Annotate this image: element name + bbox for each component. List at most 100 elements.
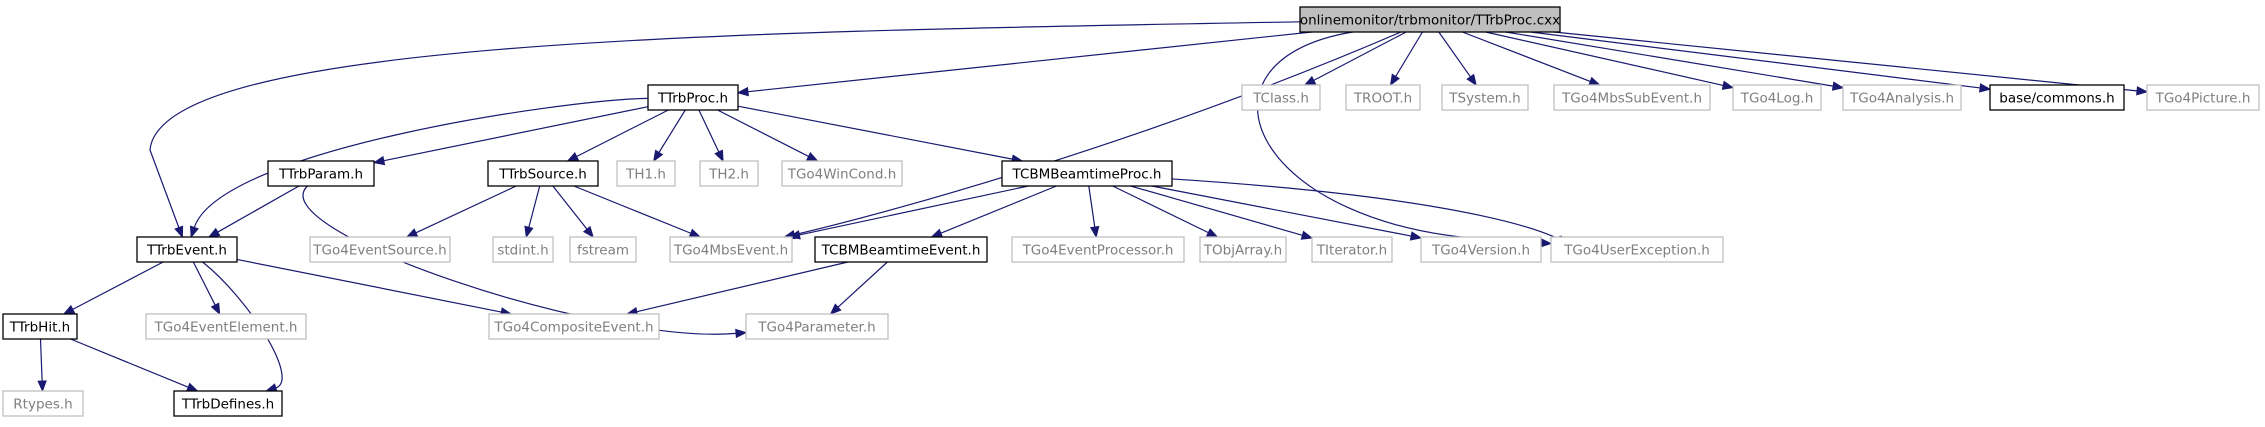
edge-root-to-troot bbox=[1389, 31, 1423, 87]
node-label: Rtypes.h bbox=[13, 397, 72, 413]
node-ttrbsource[interactable]: TTrbSource.h bbox=[487, 160, 599, 187]
node-box bbox=[492, 236, 554, 263]
edge-ttrbproc-to-ttrbparam bbox=[372, 106, 649, 166]
edge-line bbox=[1530, 31, 1981, 89]
edge-line bbox=[1171, 178, 1562, 241]
node-tcbmevent[interactable]: TCBMBeamtimeEvent.h bbox=[814, 236, 988, 263]
edge-ttrbhit-to-ttrbdefines bbox=[70, 338, 199, 392]
node-box bbox=[1001, 160, 1173, 187]
node-label: TSystem.h bbox=[1448, 91, 1520, 107]
node-ttrbproc[interactable]: TTrbProc.h bbox=[647, 84, 739, 111]
node-tgo4picture: TGo4Picture.h bbox=[2146, 84, 2260, 111]
arrowhead bbox=[1721, 80, 1735, 90]
edge-ttrbsource-to-tgo4eventsource bbox=[405, 185, 517, 238]
edge-ttrbproc-to-ttrbsource bbox=[566, 109, 669, 162]
node-box bbox=[145, 313, 307, 340]
edges-layer bbox=[37, 21, 2149, 393]
node-tsystem: TSystem.h bbox=[1441, 84, 1529, 111]
arrowhead bbox=[714, 149, 724, 163]
edge-ttrbproc-to-tcbmproc bbox=[737, 105, 1024, 164]
node-box bbox=[488, 313, 660, 340]
edge-line bbox=[1151, 185, 1412, 237]
node-ttrbhit[interactable]: TTrbHit.h bbox=[2, 313, 78, 340]
edge-tcbmevent-to-tgo4compositeevent bbox=[625, 261, 849, 317]
node-box bbox=[1199, 236, 1287, 263]
edge-line bbox=[1485, 31, 1724, 87]
node-root[interactable]: onlinemonitor/trbmonitor/TTrbProc.cxx bbox=[1299, 6, 1561, 33]
node-box bbox=[1441, 84, 1529, 111]
node-tgo4analysis: TGo4Analysis.h bbox=[1842, 84, 1962, 111]
node-ttrbdefines[interactable]: TTrbDefines.h bbox=[173, 390, 283, 417]
edge-line bbox=[1553, 31, 2138, 92]
edge-root-to-ttrbevent bbox=[149, 21, 1301, 239]
arrowhead bbox=[582, 225, 594, 239]
node-th1: TH1.h bbox=[616, 160, 676, 187]
edge-line bbox=[528, 185, 541, 228]
node-label: TGo4UserException.h bbox=[1563, 243, 1710, 259]
node-box bbox=[745, 313, 889, 340]
node-label: TGo4Parameter.h bbox=[757, 320, 875, 336]
edge-ttrbproc-to-th1 bbox=[653, 109, 686, 163]
edge-ttrbproc-to-th2 bbox=[698, 109, 724, 163]
arrowhead bbox=[566, 152, 580, 162]
node-label: TGo4CompositeEvent.h bbox=[493, 320, 653, 336]
arrowhead bbox=[1205, 228, 1219, 238]
arrowhead bbox=[210, 302, 221, 316]
node-label: TH2.h bbox=[708, 167, 749, 183]
edge-line bbox=[552, 185, 588, 230]
node-commons[interactable]: base/commons.h bbox=[1989, 84, 2125, 111]
node-box bbox=[669, 236, 793, 263]
edge-ttrbsource-to-fstream bbox=[552, 185, 594, 239]
edge-line bbox=[383, 106, 649, 162]
edge-tcbmproc-to-tgo4eventprocessor bbox=[1088, 185, 1100, 239]
node-ttrbevent[interactable]: TTrbEvent.h bbox=[136, 236, 238, 263]
node-label: fstream bbox=[577, 243, 629, 259]
edge-ttrbproc-to-tgo4wincond bbox=[717, 109, 819, 162]
edge-ttrbsource-to-tgo4mbsevent bbox=[573, 185, 702, 238]
node-label: TH1.h bbox=[625, 167, 666, 183]
node-box bbox=[569, 236, 637, 263]
node-box bbox=[267, 160, 375, 187]
edge-root-to-tsystem bbox=[1438, 31, 1477, 87]
edge-line bbox=[799, 185, 1029, 236]
arrowhead bbox=[1089, 225, 1100, 239]
edge-line bbox=[747, 31, 1312, 93]
node-label: onlinemonitor/trbmonitor/TTrbProc.cxx bbox=[1300, 13, 1560, 29]
node-box bbox=[2146, 84, 2260, 111]
arrowhead bbox=[1540, 238, 1553, 248]
edge-root-to-tgo4mbssubevent bbox=[1462, 31, 1601, 86]
edge-root-to-tclass bbox=[1303, 31, 1407, 86]
node-ttrbparam[interactable]: TTrbParam.h bbox=[267, 160, 375, 187]
arrowhead bbox=[1588, 76, 1601, 86]
node-label: TIterator.h bbox=[1316, 243, 1387, 259]
arrowhead bbox=[37, 380, 47, 393]
node-tgo4compositeevent: TGo4CompositeEvent.h bbox=[488, 313, 660, 340]
arrowhead bbox=[372, 155, 386, 166]
arrowhead bbox=[524, 225, 534, 239]
edge-line bbox=[302, 185, 737, 335]
node-box bbox=[2, 390, 84, 417]
edge-ttrbevent-to-ttrbhit bbox=[62, 261, 164, 315]
node-label: TGo4EventElement.h bbox=[154, 320, 298, 336]
edge-ttrbevent-to-tgo4eventelement bbox=[192, 261, 221, 316]
node-tcbmproc[interactable]: TCBMBeamtimeProc.h bbox=[1001, 160, 1173, 187]
arrowhead bbox=[736, 86, 749, 97]
edge-root-to-commons bbox=[1530, 31, 1992, 93]
edge-root-to-tgo4log bbox=[1485, 31, 1735, 90]
edge-line bbox=[717, 109, 809, 157]
arrowhead bbox=[653, 149, 664, 163]
node-label: TGo4MbsSubEvent.h bbox=[1561, 91, 1702, 107]
node-box bbox=[1311, 236, 1393, 263]
node-tgo4userexception: TGo4UserException.h bbox=[1550, 236, 1724, 263]
edge-ttrbevent-to-tgo4compositeevent bbox=[236, 258, 513, 317]
arrowhead bbox=[805, 152, 819, 162]
node-box bbox=[699, 160, 759, 187]
arrowhead bbox=[1831, 81, 1845, 91]
edge-ttrbhit-to-rtypes bbox=[37, 338, 47, 393]
node-box bbox=[1732, 84, 1822, 111]
node-label: TClass.h bbox=[1252, 91, 1309, 107]
edge-line bbox=[149, 21, 1301, 228]
node-tclass: TClass.h bbox=[1241, 84, 1321, 111]
node-label: TGo4WinCond.h bbox=[787, 167, 897, 183]
